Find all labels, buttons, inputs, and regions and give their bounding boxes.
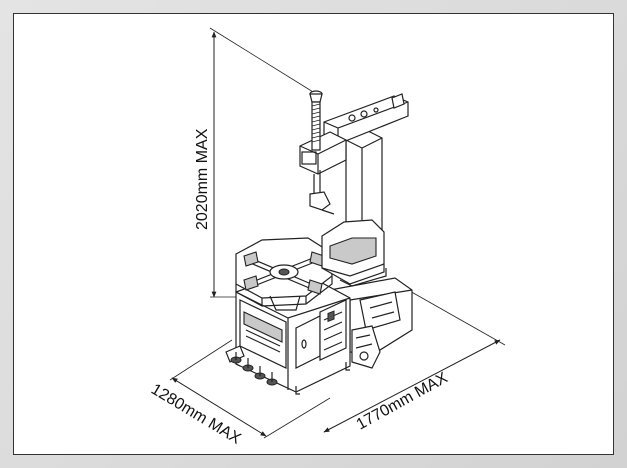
depth-extension-right bbox=[263, 397, 331, 439]
tire-changer-machine bbox=[225, 90, 413, 395]
width-label: 1770mm MAX bbox=[354, 369, 451, 433]
foot-pedals bbox=[225, 345, 278, 386]
depth-extension-left bbox=[169, 339, 233, 381]
turntable bbox=[235, 237, 333, 311]
width-arrow-line bbox=[323, 339, 501, 433]
bead-breaker-shoe bbox=[351, 325, 381, 369]
height-dimension: 2020mm MAX bbox=[194, 27, 319, 298]
height-label: 2020mm MAX bbox=[194, 128, 211, 230]
height-extension-top bbox=[209, 27, 319, 96]
column bbox=[321, 129, 387, 287]
depth-arrow-line bbox=[171, 377, 267, 437]
arm-head bbox=[299, 131, 347, 175]
depth-label: 1280mm MAX bbox=[148, 381, 244, 448]
width-extension-right bbox=[407, 289, 506, 346]
mount-demount-tool bbox=[309, 191, 331, 211]
horizontal-arm bbox=[299, 93, 409, 175]
vertical-shaft bbox=[309, 90, 335, 215]
bead-breaker-pad bbox=[359, 291, 401, 331]
